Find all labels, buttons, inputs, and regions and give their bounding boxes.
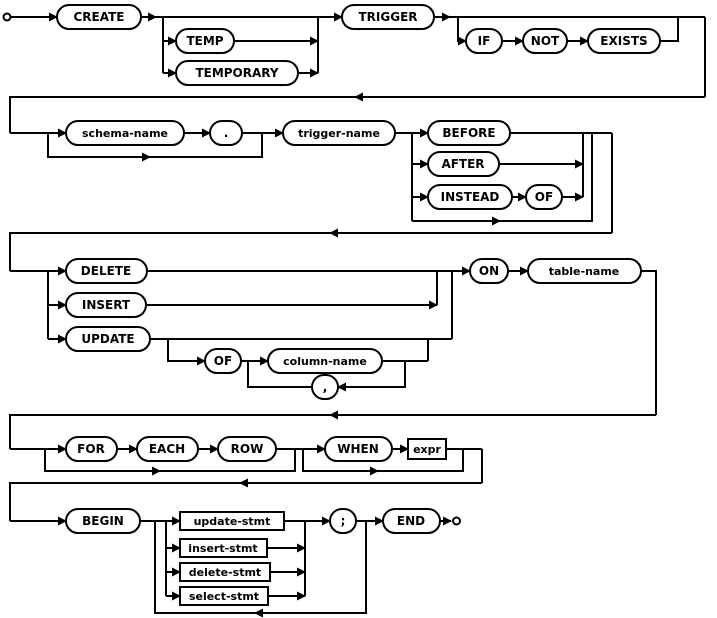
end-terminal-icon: [452, 516, 461, 526]
terminal-temporary: TEMPORARY: [175, 60, 299, 86]
terminal-temp: TEMP: [175, 28, 235, 54]
literal-semicolon: ;: [329, 508, 357, 534]
terminal-create: CREATE: [56, 4, 142, 30]
terminal-when: WHEN: [324, 436, 393, 462]
terminal-row-label: ROW: [231, 442, 264, 456]
nonterminal-insert-stmt-label: insert-stmt: [188, 542, 257, 555]
terminal-temporary-label: TEMPORARY: [195, 66, 278, 80]
terminal-begin: BEGIN: [65, 508, 141, 534]
terminal-begin-label: BEGIN: [82, 514, 124, 528]
terminal-for-label: FOR: [77, 442, 105, 456]
literal-semicolon-label: ;: [341, 514, 346, 528]
terminal-trigger: TRIGGER: [341, 4, 435, 30]
terminal-instead: INSTEAD: [427, 184, 513, 210]
nonterminal-update-stmt[interactable]: update-stmt: [179, 511, 285, 531]
terminal-on-label: ON: [479, 264, 499, 278]
terminal-when-label: WHEN: [337, 442, 379, 456]
railroad-connectors: [2, 12, 706, 618]
name-table-name-label: table-name: [549, 265, 620, 278]
nonterminal-delete-stmt[interactable]: delete-stmt: [179, 562, 271, 582]
terminal-before: BEFORE: [427, 120, 511, 146]
terminal-insert: INSERT: [65, 292, 147, 318]
terminal-on: ON: [469, 258, 509, 284]
name-table-name: table-name: [527, 258, 642, 284]
literal-dot-label: .: [224, 126, 229, 140]
terminal-end: END: [382, 508, 441, 534]
terminal-not-label: NOT: [531, 34, 560, 48]
terminal-of-label: OF: [535, 190, 553, 204]
name-trigger-name-label: trigger-name: [298, 127, 380, 140]
terminal-before-label: BEFORE: [442, 126, 495, 140]
terminal-each: EACH: [136, 436, 199, 462]
nonterminal-select-stmt[interactable]: select-stmt: [179, 586, 269, 606]
name-trigger-name: trigger-name: [282, 120, 396, 146]
terminal-update-label: UPDATE: [81, 332, 134, 346]
terminal-delete-label: DELETE: [81, 264, 131, 278]
terminal-update: UPDATE: [65, 326, 151, 352]
terminal-of-columns: OF: [204, 348, 242, 374]
terminal-exists: EXISTS: [587, 28, 661, 54]
terminal-if-label: IF: [478, 34, 491, 48]
terminal-temp-label: TEMP: [186, 34, 223, 48]
terminal-instead-label: INSTEAD: [441, 190, 500, 204]
terminal-of-columns-label: OF: [214, 354, 232, 368]
terminal-exists-label: EXISTS: [600, 34, 647, 48]
terminal-after-label: AFTER: [441, 157, 484, 171]
nonterminal-expr-label: expr: [413, 443, 441, 456]
name-schema-name: schema-name: [65, 120, 185, 146]
terminal-if: IF: [465, 28, 503, 54]
terminal-row: ROW: [217, 436, 277, 462]
nonterminal-insert-stmt[interactable]: insert-stmt: [179, 538, 268, 558]
terminal-of: OF: [525, 184, 563, 210]
start-terminal-icon: [2, 12, 12, 22]
terminal-delete: DELETE: [65, 258, 148, 284]
name-schema-name-label: schema-name: [82, 127, 168, 140]
name-column-name: column-name: [267, 348, 383, 374]
terminal-each-label: EACH: [149, 442, 185, 456]
literal-dot: .: [209, 120, 243, 146]
nonterminal-update-stmt-label: update-stmt: [194, 515, 271, 528]
terminal-insert-label: INSERT: [82, 298, 131, 312]
nonterminal-expr[interactable]: expr: [407, 438, 447, 460]
nonterminal-delete-stmt-label: delete-stmt: [189, 566, 261, 579]
name-column-name-label: column-name: [283, 355, 367, 368]
literal-comma-label: ,: [323, 380, 328, 394]
literal-comma: ,: [311, 374, 339, 400]
terminal-for: FOR: [65, 436, 118, 462]
terminal-not: NOT: [522, 28, 568, 54]
terminal-end-label: END: [397, 514, 425, 528]
nonterminal-select-stmt-label: select-stmt: [189, 590, 259, 603]
terminal-after: AFTER: [427, 151, 500, 177]
terminal-trigger-label: TRIGGER: [358, 10, 417, 24]
terminal-create-label: CREATE: [74, 10, 125, 24]
